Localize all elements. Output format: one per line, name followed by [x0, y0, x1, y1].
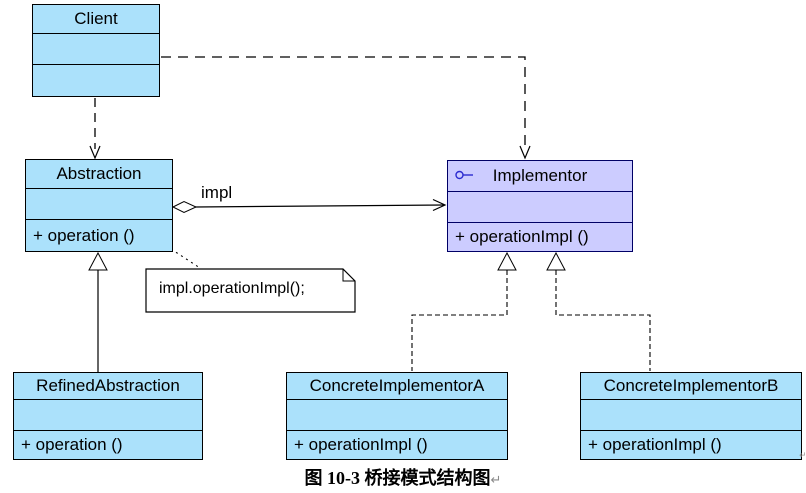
class-name-client: Client [74, 9, 118, 28]
dependency-client-to-abstraction [89, 98, 101, 160]
note-text: impl.operationImpl(); [159, 280, 305, 297]
class-operations-client [33, 64, 159, 96]
class-box-concrete-implementor-b: ConcreteImplementorB + operationImpl () [580, 372, 802, 460]
class-operations-concrete-implementor-a: + operationImpl () [287, 430, 507, 459]
aggregation-abstraction-to-implementor [171, 198, 447, 214]
object-anchor-mark: ↵ [799, 451, 806, 461]
realization-concreteimplementora-to-implementor [411, 251, 517, 371]
class-title-row-implementor: Implementor [448, 161, 632, 191]
class-attributes-client [33, 33, 159, 64]
note-shape [145, 268, 356, 313]
class-operations-concrete-implementor-b: + operationImpl () [581, 430, 801, 459]
class-name-abstraction: Abstraction [56, 164, 142, 183]
class-name-implementor: Implementor [492, 166, 588, 185]
class-box-implementor: Implementor + operationImpl () [447, 160, 633, 252]
class-attributes-concrete-implementor-a [287, 399, 507, 430]
class-box-client: Client [32, 4, 160, 97]
class-attributes-concrete-implementor-b [581, 399, 801, 430]
figure-caption-text: 图 10-3 桥接模式结构图 [304, 468, 491, 488]
class-operations-implementor: + operationImpl () [448, 222, 632, 251]
class-box-abstraction: Abstraction + operation () [25, 159, 173, 252]
class-box-refined-abstraction: RefinedAbstraction + operation () [13, 372, 203, 460]
class-name-refined-abstraction: RefinedAbstraction [36, 376, 180, 395]
interface-lollipop-icon [455, 170, 473, 180]
class-box-concrete-implementor-a: ConcreteImplementorA + operationImpl () [286, 372, 508, 460]
class-operations-abstraction: + operation () [26, 219, 172, 251]
class-name-concrete-implementor-a: ConcreteImplementorA [309, 376, 485, 395]
class-attributes-implementor [448, 191, 632, 222]
dependency-client-to-implementor [161, 56, 531, 160]
class-attributes-abstraction [26, 188, 172, 219]
association-label-impl: impl [201, 183, 233, 202]
realization-concreteimplementorb-to-implementor [546, 251, 651, 371]
note-anchor-line [170, 248, 201, 269]
generalization-refinedabstraction-to-abstraction [88, 251, 108, 372]
class-attributes-refined-abstraction [14, 399, 202, 430]
class-operations-refined-abstraction: + operation () [14, 430, 202, 459]
figure-caption: 图 10-3 桥接模式结构图↵ [0, 464, 806, 490]
class-name-concrete-implementor-b: ConcreteImplementorB [603, 376, 779, 395]
paragraph-return-mark: ↵ [490, 473, 502, 488]
